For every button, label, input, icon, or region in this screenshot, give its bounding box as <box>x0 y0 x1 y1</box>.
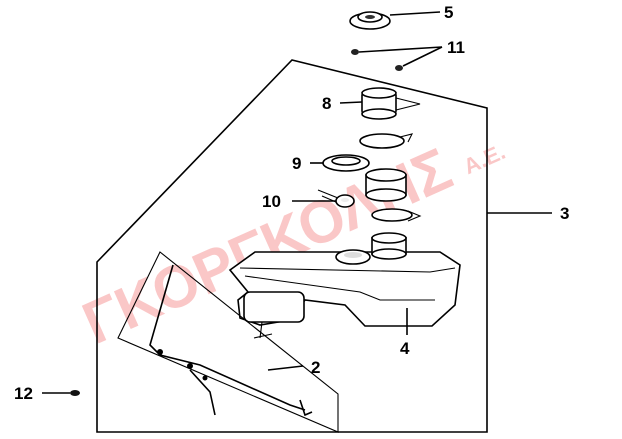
callout-2: 2 <box>311 358 320 377</box>
clamp-upper <box>359 133 414 149</box>
assembly-outline <box>96 59 488 433</box>
callout-3: 3 <box>560 204 569 223</box>
callout-11: 11 <box>447 38 465 57</box>
callout-5: 5 <box>444 3 453 22</box>
watermark-suffix: Α.Ε. <box>460 139 509 179</box>
part-8-filler-neck <box>361 87 421 120</box>
leader-2 <box>267 365 304 371</box>
callout-9: 9 <box>292 154 301 173</box>
part-9-seal <box>322 154 370 172</box>
callout-8: 8 <box>322 94 331 113</box>
hose-sleeve <box>365 168 407 202</box>
part-12-clip <box>70 390 80 396</box>
part-5-cap <box>349 11 391 30</box>
leader-11b <box>402 46 443 67</box>
callout-4: 4 <box>400 339 410 358</box>
clamp-lower <box>371 208 422 222</box>
leader-8 <box>339 101 363 104</box>
callout-12: 12 <box>14 384 33 403</box>
leader-5 <box>389 11 441 16</box>
part-2-tube <box>117 251 339 433</box>
part-11-screws <box>351 49 403 71</box>
callout-10: 10 <box>262 192 281 211</box>
leader-11a <box>358 46 443 53</box>
part-4-fuel-tank <box>228 232 461 339</box>
